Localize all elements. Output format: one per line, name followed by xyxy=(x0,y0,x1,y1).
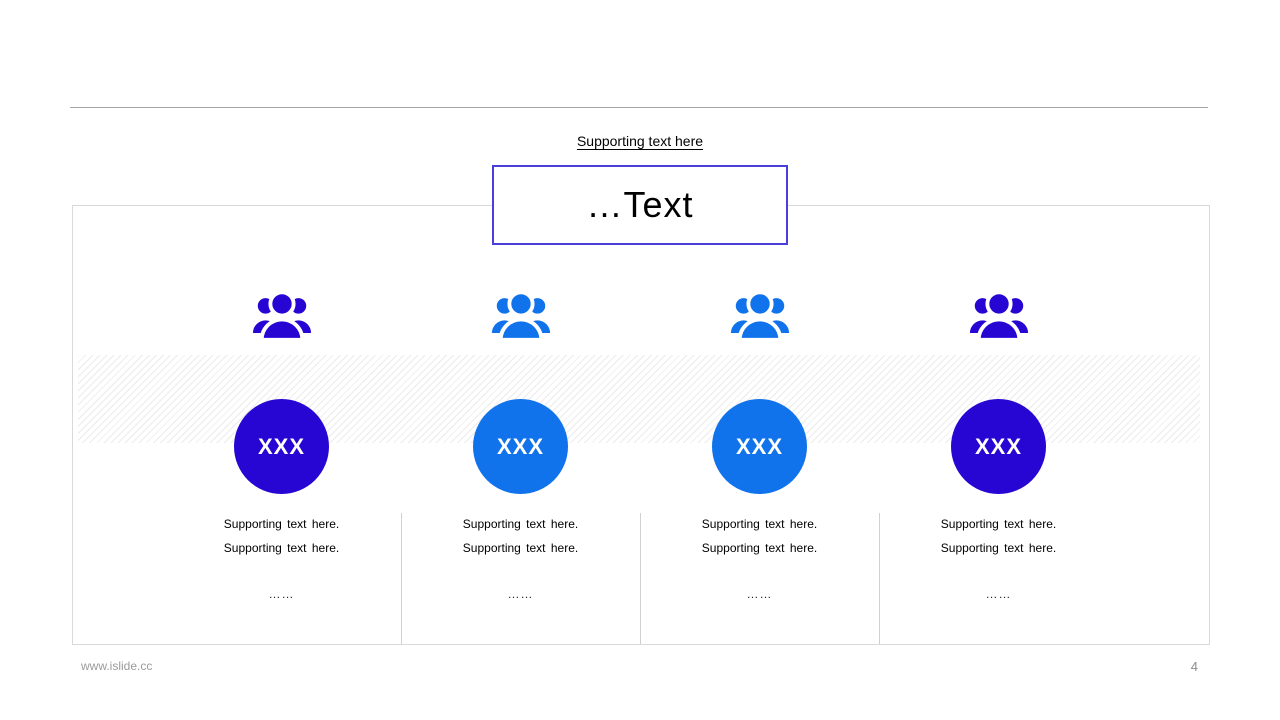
column-ellipsis: …… xyxy=(985,587,1012,601)
title-text-box: …Text xyxy=(492,165,788,245)
column-divider xyxy=(401,513,402,644)
column-divider xyxy=(879,513,880,644)
column-ellipsis: …… xyxy=(507,587,534,601)
feature-column-1: XXX Supporting text here. Supporting tex… xyxy=(162,288,401,644)
value-circle-label: XXX xyxy=(735,433,784,459)
column-text-line: Supporting text here. xyxy=(462,517,579,531)
column-text-line: Supporting text here. xyxy=(701,517,818,531)
value-circle: XXX xyxy=(712,399,807,494)
title-text-box-label: …Text xyxy=(586,184,694,225)
group-people-icon xyxy=(730,290,789,342)
group-people-icon xyxy=(491,290,550,342)
value-circle: XXX xyxy=(951,399,1046,494)
value-circle: XXX xyxy=(234,399,329,494)
page-number: 4 xyxy=(1190,659,1198,674)
feature-column-4: XXX Supporting text here. Supporting tex… xyxy=(879,288,1118,644)
group-people-icon xyxy=(252,290,311,342)
slide-supporting-title: Supporting text here xyxy=(576,133,704,149)
value-circle-label: XXX xyxy=(974,433,1023,459)
column-text-line: Supporting text here. xyxy=(462,541,579,555)
feature-column-3: XXX Supporting text here. Supporting tex… xyxy=(640,288,879,644)
column-text-line: Supporting text here. xyxy=(223,517,340,531)
footer-website: www.islide.cc xyxy=(81,659,153,673)
value-circle-label: XXX xyxy=(496,433,545,459)
column-text-line: Supporting text here. xyxy=(940,517,1057,531)
column-ellipsis: …… xyxy=(268,587,295,601)
feature-column-2: XXX Supporting text here. Supporting tex… xyxy=(401,288,640,644)
column-ellipsis: …… xyxy=(746,587,773,601)
column-text-line: Supporting text here. xyxy=(701,541,818,555)
group-people-icon xyxy=(969,290,1028,342)
column-text-line: Supporting text here. xyxy=(940,541,1057,555)
value-circle: XXX xyxy=(473,399,568,494)
header-divider-line xyxy=(70,107,1208,108)
column-divider xyxy=(640,513,641,644)
value-circle-label: XXX xyxy=(257,433,306,459)
column-text-line: Supporting text here. xyxy=(223,541,340,555)
